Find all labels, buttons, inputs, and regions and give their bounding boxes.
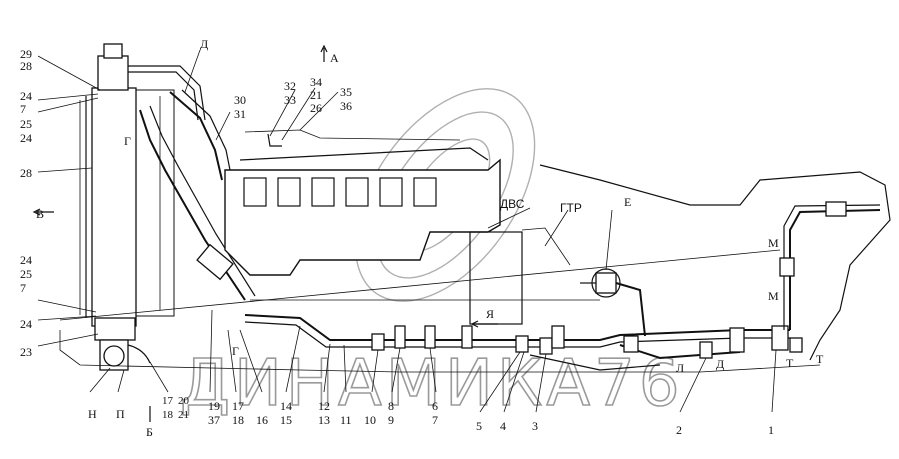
- num-17b: 17: [232, 399, 244, 413]
- num-34: 34: [310, 75, 322, 89]
- num-6: 6: [432, 399, 438, 413]
- right-contour: [59, 164, 891, 373]
- num-20: 20: [178, 395, 190, 407]
- watermark-text: ДИНАМИКА76: [180, 347, 684, 421]
- num-8: 8: [388, 399, 394, 413]
- num-26: 26: [310, 101, 322, 115]
- main-pipeline: [244, 299, 790, 371]
- num-18b: 18: [232, 413, 244, 427]
- label-g-bottom: Г: [232, 344, 239, 358]
- num-14: 14: [280, 399, 292, 413]
- num-25a: 25: [20, 117, 32, 131]
- num-32: 32: [284, 79, 296, 93]
- label-be: Б: [146, 425, 153, 439]
- leader-lines: [37, 49, 777, 413]
- arrows: [32, 44, 498, 422]
- num-28b: 28: [20, 166, 32, 180]
- radiator: [79, 43, 175, 371]
- watermark: ДИНАМИКА76: [179, 88, 684, 422]
- num-18a: 18: [162, 409, 174, 421]
- num-16: 16: [256, 413, 268, 427]
- num-9: 9: [388, 413, 394, 427]
- label-a: А: [330, 51, 339, 65]
- num-33: 33: [284, 93, 296, 107]
- label-m1: М: [768, 236, 779, 250]
- label-ya: Я: [486, 307, 494, 321]
- label-dvs: ДВС: [500, 197, 525, 211]
- label-dd: Д: [716, 357, 724, 371]
- fitting-e: [580, 268, 646, 337]
- label-n: Н: [88, 407, 97, 421]
- label-t1: Т: [786, 356, 794, 370]
- diagonal-line: [59, 249, 781, 321]
- num-29: 29: [20, 47, 32, 61]
- num-1: 1: [768, 423, 774, 437]
- labels: ДВС ГТР А В Д Е Г Г Н П Я Б М М Т Т Л Д …: [20, 37, 824, 439]
- label-g-top: Г: [124, 134, 131, 148]
- num-12: 12: [318, 399, 330, 413]
- num-7c: 7: [432, 413, 438, 427]
- num-15: 15: [280, 413, 292, 427]
- num-24c: 24: [20, 253, 32, 267]
- transmission-box: [469, 227, 571, 325]
- num-10: 10: [364, 413, 376, 427]
- num-37: 37: [208, 413, 220, 427]
- label-p: П: [116, 407, 125, 421]
- num-5: 5: [476, 419, 482, 433]
- num-21b: 21: [178, 409, 189, 421]
- num-24d: 24: [20, 317, 32, 331]
- label-t2: Т: [816, 352, 824, 366]
- label-gtr: ГТР: [560, 201, 582, 215]
- num-7a: 7: [20, 102, 26, 116]
- num-17a: 17: [162, 395, 174, 407]
- num-24b: 24: [20, 131, 32, 145]
- num-28a: 28: [20, 59, 32, 73]
- num-35: 35: [340, 85, 352, 99]
- label-v: В: [36, 207, 44, 221]
- label-e: Е: [624, 195, 631, 209]
- label-l: Л: [676, 361, 684, 375]
- label-m2: М: [768, 289, 779, 303]
- num-25b: 25: [20, 267, 32, 281]
- engine-block: [224, 129, 501, 276]
- num-7b: 7: [20, 281, 26, 295]
- num-24a: 24: [20, 89, 32, 103]
- num-30: 30: [234, 93, 246, 107]
- num-3: 3: [532, 419, 538, 433]
- num-21a: 21: [310, 88, 322, 102]
- num-23: 23: [20, 345, 32, 359]
- num-19: 19: [208, 399, 220, 413]
- num-11: 11: [340, 413, 352, 427]
- label-d: Д: [200, 37, 208, 51]
- num-13: 13: [318, 413, 330, 427]
- num-31: 31: [234, 107, 246, 121]
- num-2: 2: [676, 423, 682, 437]
- num-36: 36: [340, 99, 352, 113]
- num-4: 4: [500, 419, 506, 433]
